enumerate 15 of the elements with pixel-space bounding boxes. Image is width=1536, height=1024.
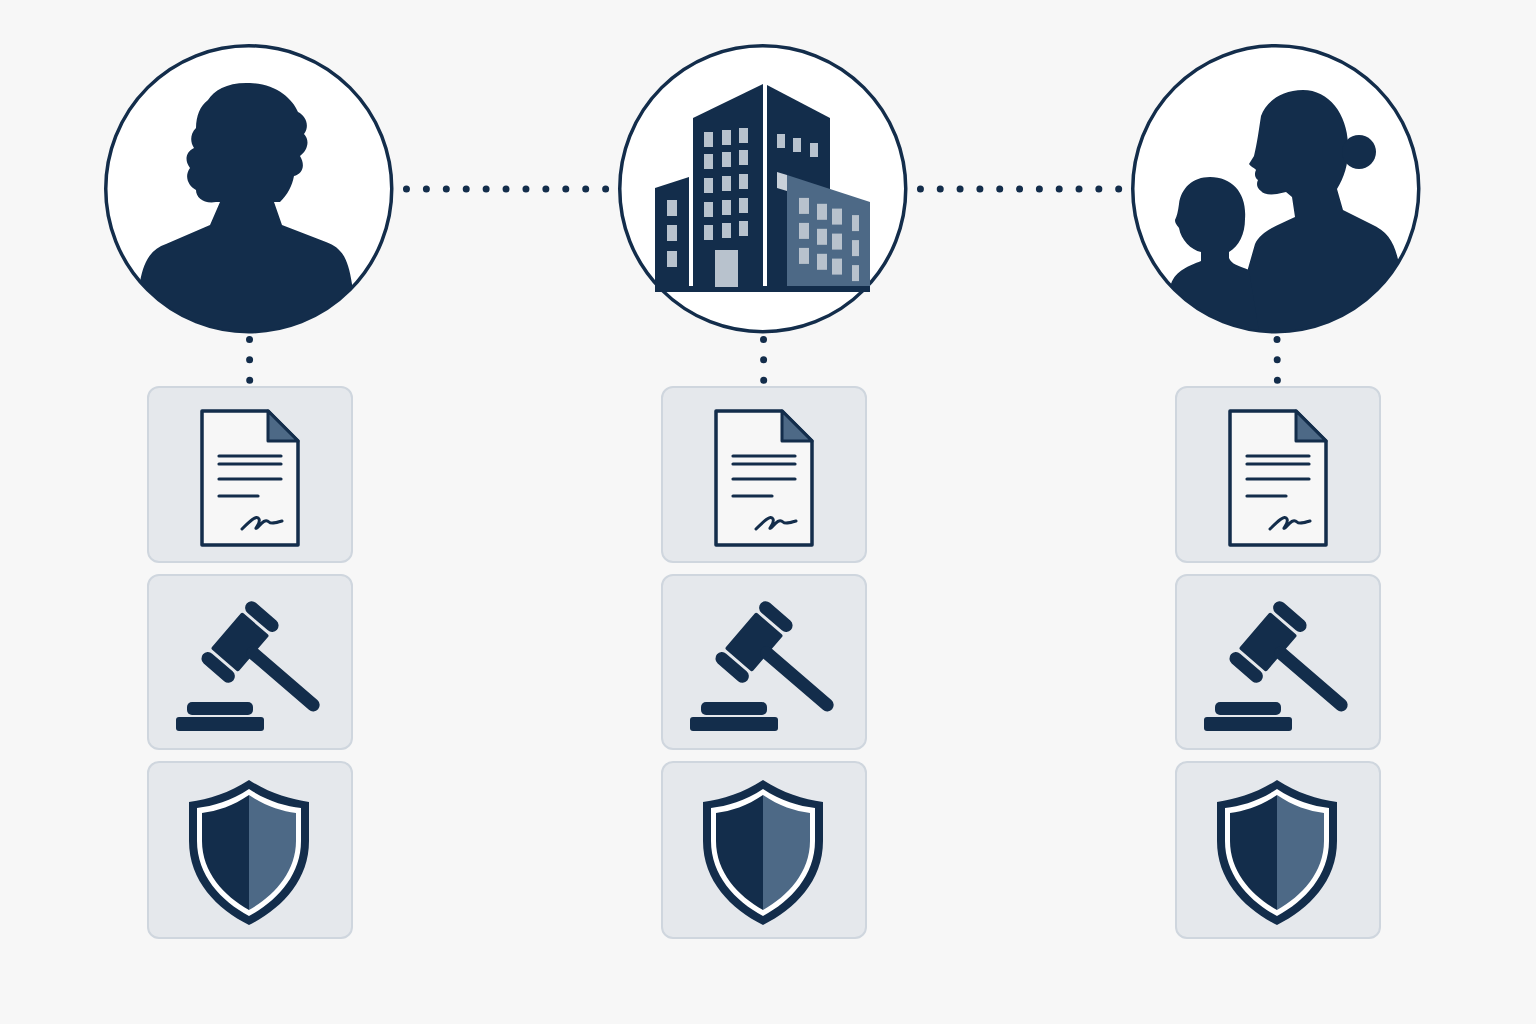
icon-tile [147, 386, 353, 563]
icon-tile [661, 386, 867, 563]
icon-tile [1175, 574, 1381, 750]
icon-tile [1175, 761, 1381, 939]
icon-tile [1175, 386, 1381, 563]
icon-tile [661, 761, 867, 939]
person-circle [104, 44, 394, 334]
dotted-connector [760, 334, 768, 386]
icon-tile [661, 574, 867, 750]
dotted-connector [246, 334, 254, 386]
building-circle [618, 44, 908, 334]
woman-child-circle [1131, 44, 1421, 334]
dotted-connector [1273, 334, 1281, 386]
icon-tile [147, 574, 353, 750]
icon-tile [147, 761, 353, 939]
